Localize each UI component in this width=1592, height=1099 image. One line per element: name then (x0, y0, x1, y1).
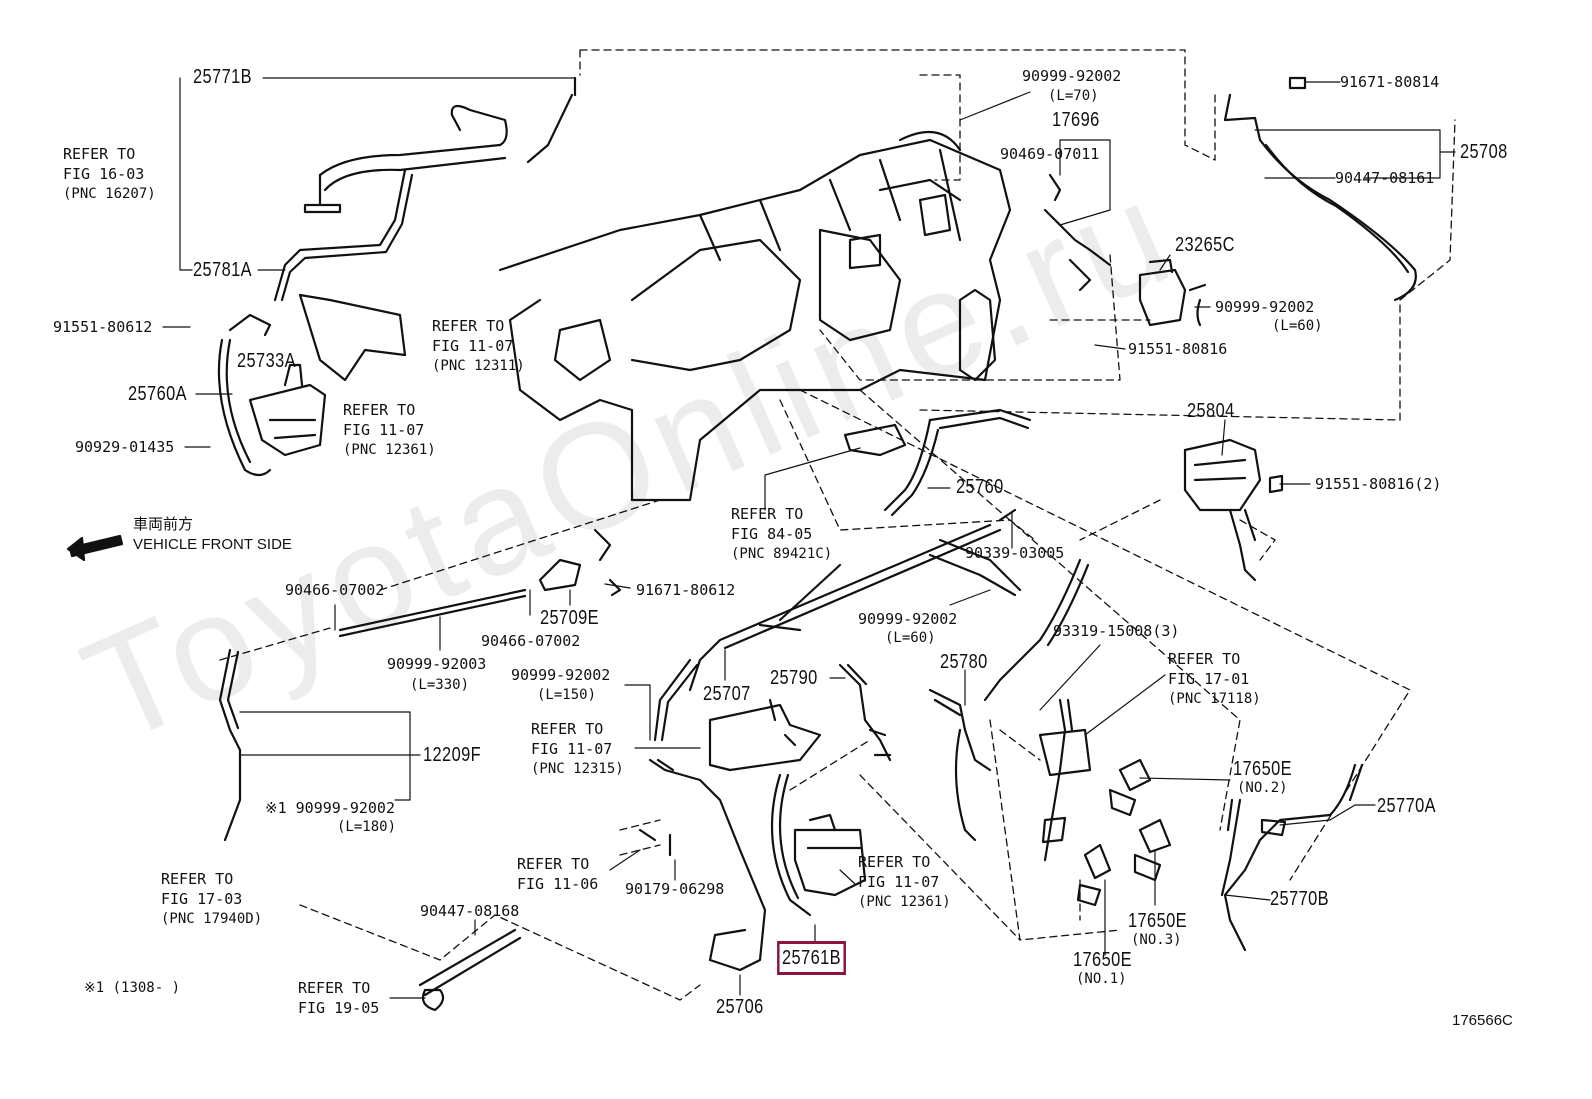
label-90339-03005[interactable]: 90339-03005 (965, 544, 1065, 562)
label-12209F[interactable]: 12209F (423, 744, 482, 766)
length-label: (L=150) (537, 687, 597, 703)
no2-label: (NO.2) (1237, 780, 1288, 796)
refer-to-label: REFER TO (531, 720, 604, 738)
label-25707[interactable]: 25707 (703, 683, 751, 705)
refer-fig-label[interactable]: FIG 84-05 (731, 525, 813, 543)
refer-pnc-label: (PNC 89421C) (731, 546, 833, 562)
refer-fig-label[interactable]: FIG 16-03 (63, 165, 145, 183)
refer-pnc-label: (PNC 17940D) (161, 911, 263, 927)
label-17650E-no1[interactable]: 17650E (1073, 949, 1133, 971)
front-side-en: VEHICLE FRONT SIDE (133, 536, 292, 553)
refer-fig-label[interactable]: FIG 17-01 (1168, 670, 1250, 688)
refer-fig-label[interactable]: FIG 11-06 (517, 875, 599, 893)
label-90999-92002-right[interactable]: 90999-92002 (1215, 298, 1315, 316)
label-25761B-highlighted[interactable]: 25761B (777, 941, 846, 975)
refer-pnc-label: (PNC 17118) (1168, 691, 1261, 707)
refer-to-label: REFER TO (63, 145, 136, 163)
label-25804[interactable]: 25804 (1187, 400, 1235, 422)
label-90999-92002-star[interactable]: ※1 90999-92002 (265, 799, 395, 817)
label-25770A[interactable]: 25770A (1377, 795, 1437, 817)
hoses-and-parts (66, 76, 1417, 1012)
label-90999-92003[interactable]: 90999-92003 (387, 655, 487, 673)
length-label: (L=70) (1048, 88, 1099, 104)
label-90929-01435[interactable]: 90929-01435 (75, 438, 175, 456)
refer-fig-label[interactable]: FIG 11-07 (531, 740, 613, 758)
refer-fig-label[interactable]: FIG 11-07 (858, 873, 940, 891)
label-91551-80816-2[interactable]: 91551-80816(2) (1315, 475, 1442, 493)
label-25780[interactable]: 25780 (940, 651, 988, 673)
label-90466-07002-a[interactable]: 90466-07002 (285, 581, 385, 599)
label-25770B[interactable]: 25770B (1270, 888, 1330, 910)
label-90999-92002-top[interactable]: 90999-92002 (1022, 67, 1122, 85)
length-label: (L=330) (410, 677, 470, 693)
leader-lines (162, 77, 1456, 999)
label-17650E-no3[interactable]: 17650E (1128, 910, 1188, 932)
label-90466-07002-b[interactable]: 90466-07002 (481, 632, 581, 650)
label-93319-15008[interactable]: 93319-15008(3) (1053, 622, 1180, 640)
refer-pnc-label: (PNC 16207) (63, 186, 156, 202)
length-label: (L=180) (337, 819, 397, 835)
front-side-jp: 車両前方 (133, 515, 194, 533)
refer-to-label: REFER TO (1168, 650, 1241, 668)
label-90447-08161[interactable]: 90447-08161 (1335, 169, 1435, 187)
no3-label: (NO.3) (1131, 932, 1182, 948)
label-91671-80612[interactable]: 91671-80612 (636, 581, 736, 599)
refer-to-label: REFER TO (858, 853, 931, 871)
label-25708[interactable]: 25708 (1460, 141, 1508, 163)
label-90999-92002-left[interactable]: 90999-92002 (511, 666, 611, 684)
label-17650E-no2[interactable]: 17650E (1233, 758, 1293, 780)
refer-fig-label[interactable]: FIG 19-05 (298, 999, 380, 1017)
label-91671-80814[interactable]: 91671-80814 (1340, 73, 1440, 91)
label-90179-06298[interactable]: 90179-06298 (625, 880, 725, 898)
label-25771B[interactable]: 25771B (193, 66, 253, 88)
label-17696[interactable]: 17696 (1052, 109, 1100, 131)
label-25781A[interactable]: 25781A (193, 259, 253, 281)
label-90999-92002-mid[interactable]: 90999-92002 (858, 610, 958, 628)
refer-to-label: REFER TO (432, 317, 505, 335)
figure-code: 176566C (1452, 1012, 1513, 1029)
refer-pnc-label: (PNC 12361) (858, 894, 951, 910)
label-23265C[interactable]: 23265C (1175, 234, 1235, 256)
label-25706[interactable]: 25706 (716, 996, 764, 1018)
footnote: ※1 (1308- ) (84, 980, 181, 996)
label-90469-07011[interactable]: 90469-07011 (1000, 145, 1100, 163)
label-25790[interactable]: 25790 (770, 667, 818, 689)
refer-to-label: REFER TO (731, 505, 804, 523)
refer-fig-label[interactable]: FIG 11-07 (432, 337, 514, 355)
label-25760A[interactable]: 25760A (128, 383, 188, 405)
label-90447-08168[interactable]: 90447-08168 (420, 902, 520, 920)
refer-to-label: REFER TO (161, 870, 234, 888)
label-91551-80612[interactable]: 91551-80612 (53, 318, 153, 336)
label-25709E[interactable]: 25709E (540, 607, 600, 629)
label-25733A[interactable]: 25733A (237, 350, 297, 372)
refer-fig-label[interactable]: FIG 11-07 (343, 421, 425, 439)
length-label: (L=60) (1272, 318, 1323, 334)
label-91551-80816[interactable]: 91551-80816 (1128, 340, 1228, 358)
refer-pnc-label: (PNC 12315) (531, 761, 624, 777)
refer-to-label: REFER TO (298, 979, 371, 997)
refer-to-label: REFER TO (517, 855, 590, 873)
label-25760[interactable]: 25760 (956, 476, 1004, 498)
refer-pnc-label: (PNC 12311) (432, 358, 525, 374)
dashed-outlines (219, 49, 1456, 1001)
length-label: (L=60) (885, 630, 936, 646)
no1-label: (NO.1) (1076, 971, 1127, 987)
refer-pnc-label: (PNC 12361) (343, 442, 436, 458)
refer-fig-label[interactable]: FIG 17-03 (161, 890, 243, 908)
refer-to-label: REFER TO (343, 401, 416, 419)
